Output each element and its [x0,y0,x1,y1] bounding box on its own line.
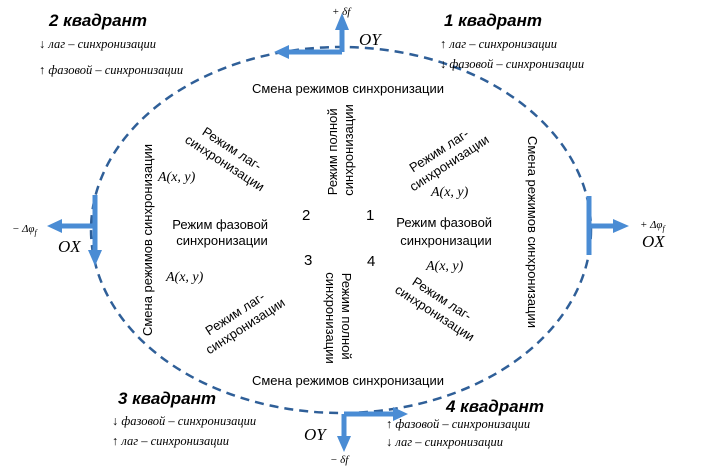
lag-sync-bottom-right-region: Режим лаг- синхронизации [392,268,486,344]
full-sync-top-line2: синхронизации [341,104,356,196]
lag-sync-top-left-region: Режим лаг- синхронизации [182,118,276,194]
mode-change-bottom-label: Смена режимов синхронизации [252,373,444,388]
quadrant-3-title: 3 квадрант [118,389,216,408]
quadrant-1-title: 1 квадрант [444,11,542,30]
phase-sync-right-line1: Режим фазовой [396,215,492,230]
axis-oy-top [274,13,349,59]
quadrant-2-title: 2 квадрант [48,11,147,30]
phase-sync-left-region: Режим фазовой синхронизации [172,217,271,248]
quadrant-4-line2: ↓ лаг – синхронизации [386,435,503,449]
phase-sync-right-line2: синхронизации [400,233,492,248]
axis-ox-left [47,195,102,266]
lag-sync-bottom-left-region: Режим лаг- синхронизации [194,281,288,357]
phase-sync-left-line2: синхронизации [176,233,268,248]
quadrant-4-title: 4 квадрант [445,397,544,416]
point-a-bottom-right: A(x, y) [425,259,464,274]
ox-left-sign: − Δφf [12,223,39,237]
point-a-top-right: A(x, y) [430,185,469,200]
full-sync-bottom-region: Режим полной синхронизации [323,272,354,364]
quadrant-number-3: 3 [304,252,312,269]
oy-bottom-sign: − δf [330,454,350,466]
oy-top-label: OY [359,30,382,49]
point-a-top-left: A(x, y) [157,170,196,185]
full-sync-top-region: Режим полной синхронизации [325,104,356,196]
ox-right-sign: + Δφf [640,219,667,233]
ox-left-label: OX [58,237,81,256]
mode-change-top-label: Смена режимов синхронизации [252,81,444,96]
full-sync-bottom-line1: Режим полной [339,273,354,360]
ox-right-label: OX [642,232,665,251]
quadrant-1-line1: ↑ лаг – синхронизации [440,37,557,51]
quadrant-2-line2: ↑ фазовой – синхронизации [39,63,183,77]
mode-change-left-label: Смена режимов синхронизации [140,144,155,336]
full-sync-top-line1: Режим полной [325,108,340,195]
mode-change-right-label: Смена режимов синхронизации [525,136,540,328]
full-sync-bottom-line2: синхронизации [323,272,338,364]
quadrant-3-line1: ↓ фазовой – синхронизации [112,414,256,428]
quadrant-number-4: 4 [367,253,375,270]
point-a-bottom-left: A(x, y) [165,270,204,285]
quadrant-number-2: 2 [302,207,310,224]
oy-top-sign: + δf [332,6,352,18]
axis-ox-right [586,196,629,255]
quadrant-number-1: 1 [366,207,374,224]
oy-bottom-label: OY [304,425,327,444]
quadrant-1-line2: ↓ фазовой – синхронизации [440,57,584,71]
phase-sync-left-line1: Режим фазовой [172,217,268,232]
quadrant-2-line1: ↓ лаг – синхронизации [39,37,156,51]
lag-sync-top-right-region: Режим лаг- синхронизации [398,118,492,194]
quadrant-4-line1: ↑ фазовой – синхронизации [386,417,530,431]
phase-sync-right-region: Режим фазовой синхронизации [396,215,495,248]
axis-oy-bottom [337,407,408,452]
quadrant-3-line2: ↑ лаг – синхронизации [112,434,229,448]
